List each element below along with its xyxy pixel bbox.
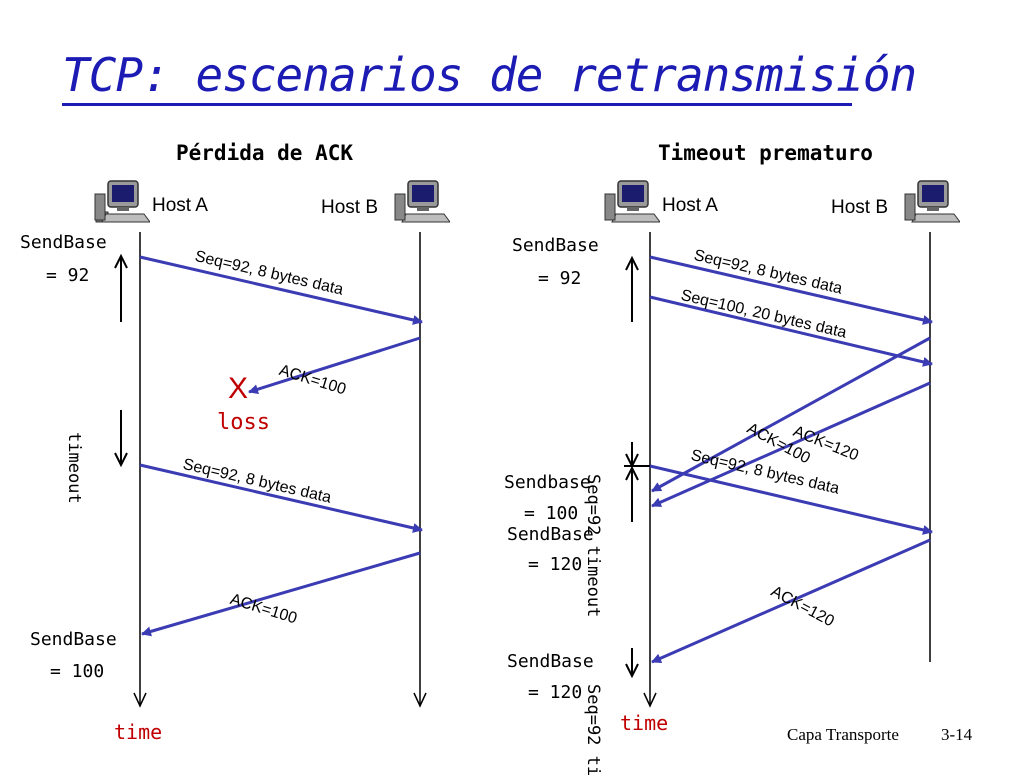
right-sendbase-1: SendBase bbox=[512, 235, 599, 256]
right-timer-2-down-head bbox=[625, 663, 639, 679]
right-time-label: time bbox=[620, 711, 669, 735]
left-host-b-timeline-arrowhead bbox=[413, 692, 427, 708]
right-host-a-label: Host A bbox=[662, 195, 718, 216]
right-ack-120-arrow bbox=[651, 381, 931, 508]
title-underline bbox=[62, 103, 852, 106]
right-ack-120-b-arrow bbox=[651, 538, 931, 664]
left-sendbase-2-value: = 100 bbox=[50, 661, 105, 682]
right-sendbase-1-value: = 92 bbox=[538, 268, 582, 289]
left-timeout-arrowhead bbox=[114, 452, 128, 468]
right-msg-3-arrow bbox=[649, 464, 933, 535]
left-heading: Pérdida de ACK bbox=[176, 141, 354, 165]
right-msg-2-arrow bbox=[649, 295, 933, 367]
right-timeout-2-label: Seq=92 ti bbox=[583, 684, 603, 776]
loss-x-mark: X bbox=[228, 372, 249, 405]
right-timer-2-up-head bbox=[625, 465, 639, 481]
right-host-b-label: Host B bbox=[831, 197, 889, 218]
computer-icon bbox=[904, 180, 960, 223]
left-sendbase-1-value: = 92 bbox=[46, 265, 90, 286]
left-msg-2-arrow bbox=[139, 463, 423, 533]
left-sendbase-1: SendBase bbox=[20, 232, 107, 253]
footer-chapter: Capa Transporte bbox=[787, 725, 899, 744]
left-host-b-label: Host B bbox=[321, 197, 379, 218]
right-timeout-1-label: Seq=92 timeout bbox=[583, 474, 603, 618]
computer-icon bbox=[94, 180, 150, 223]
footer-page-number: 3-14 bbox=[941, 725, 973, 744]
left-msg-1-arrow bbox=[139, 255, 423, 325]
left-ack-2-arrow bbox=[141, 551, 421, 637]
right-sendbase-4: SendBase bbox=[507, 651, 594, 672]
right-ack-100-arrow bbox=[651, 336, 931, 493]
computer-icon bbox=[394, 180, 450, 223]
right-sendbase-4-value: = 120 bbox=[528, 682, 583, 703]
slide-title: TCP: escenarios de retransmisión bbox=[62, 48, 917, 102]
right-sendbase-2-value: = 100 bbox=[524, 503, 579, 524]
left-time-label: time bbox=[114, 720, 163, 744]
right-heading: Timeout prematuro bbox=[658, 141, 873, 165]
right-msg-1-arrow bbox=[649, 255, 933, 325]
right-timer-1-up-head bbox=[625, 255, 639, 271]
left-host-a-label: Host A bbox=[152, 195, 208, 216]
computer-icon bbox=[604, 180, 660, 223]
left-sendbase-arrowhead bbox=[114, 253, 128, 269]
loss-label: loss bbox=[217, 410, 270, 435]
left-timeout-label: timeout bbox=[64, 432, 84, 504]
left-host-a-timeline-arrowhead bbox=[133, 692, 147, 708]
left-ack-1-arrow bbox=[248, 336, 421, 395]
right-sendbase-2: Sendbase bbox=[504, 472, 591, 493]
right-sendbase-3-value: = 120 bbox=[528, 554, 583, 575]
right-host-a-timeline-arrowhead bbox=[643, 692, 657, 708]
right-sendbase-3: SendBase bbox=[507, 524, 594, 545]
left-sendbase-2: SendBase bbox=[30, 629, 117, 650]
